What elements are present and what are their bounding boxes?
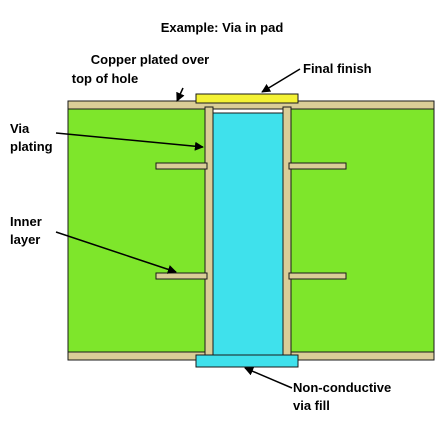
inner-layer-lower-left — [155, 272, 208, 280]
via-plating-right — [282, 106, 292, 361]
board-left — [67, 106, 212, 353]
via-plating-left — [204, 106, 214, 361]
arrow-final-finish — [261, 68, 301, 93]
label-inner-layer-line1: Inner — [10, 214, 42, 229]
board-right — [286, 106, 435, 353]
label-inner-layer-line2: layer — [10, 232, 40, 247]
label-final-finish: Final finish — [303, 61, 372, 76]
inner-layer-lower-right — [288, 272, 347, 280]
final-finish-pad — [195, 93, 299, 104]
arrow-via-plating — [55, 132, 204, 151]
arrow-copper-plated — [176, 87, 185, 102]
arrow-inner-layer — [55, 231, 177, 274]
label-fill-line2: via fill — [293, 398, 330, 413]
label-via-plating-line1: Via — [10, 121, 30, 136]
label-copper-plated-line1: Copper plated over — [91, 52, 209, 67]
inner-layer-upper-right — [288, 162, 347, 170]
arrow-non-conductive-fill — [244, 367, 293, 389]
diagram-title: Example: Via in pad — [161, 20, 284, 35]
label-fill-line1: Non-conductive — [293, 380, 391, 395]
via-fill-bottom-cap — [195, 354, 299, 368]
inner-layer-upper-left — [155, 162, 208, 170]
via-fill — [212, 112, 284, 362]
label-via-plating-line2: plating — [10, 139, 53, 154]
label-copper-plated-line2: top of hole — [72, 71, 138, 86]
